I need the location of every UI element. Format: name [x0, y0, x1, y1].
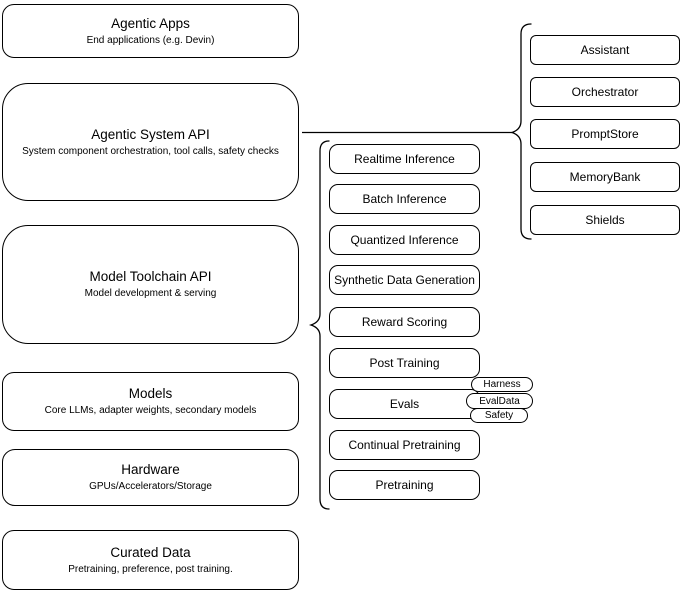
component-orchestrator: Orchestrator — [530, 77, 680, 107]
service-realtime-inference: Realtime Inference — [329, 144, 480, 174]
service-post-training: Post Training — [329, 348, 480, 378]
eval-tag-safety: Safety — [470, 408, 528, 423]
layer-subtitle: Core LLMs, adapter weights, secondary mo… — [44, 405, 257, 416]
component-promptstore: PromptStore — [530, 119, 680, 149]
component-assistant: Assistant — [530, 35, 680, 65]
layer-subtitle: GPUs/Accelerators/Storage — [89, 481, 212, 492]
layer-curated-data: Curated Data Pretraining, preference, po… — [2, 530, 299, 590]
component-memorybank: MemoryBank — [530, 162, 680, 192]
component-shields: Shields — [530, 205, 680, 235]
service-quantized-inference: Quantized Inference — [329, 225, 480, 255]
layer-title: Hardware — [121, 462, 180, 477]
service-batch-inference: Batch Inference — [329, 184, 480, 214]
service-continual-pretraining: Continual Pretraining — [329, 430, 480, 460]
layer-subtitle: Pretraining, preference, post training. — [68, 563, 233, 575]
layer-model-toolchain-api: Model Toolchain API Model development & … — [2, 225, 299, 344]
layer-title: Agentic System API — [91, 126, 210, 142]
layer-subtitle: End applications (e.g. Devin) — [86, 34, 215, 46]
toolchain-group-brace — [308, 140, 330, 510]
service-reward-scoring: Reward Scoring — [329, 307, 480, 337]
layer-hardware: Hardware GPUs/Accelerators/Storage — [2, 449, 299, 506]
layer-title: Models — [128, 386, 173, 401]
service-evals: Evals — [329, 389, 480, 419]
layer-title: Curated Data — [110, 544, 191, 560]
layer-title: Model Toolchain API — [89, 269, 212, 284]
layer-models: Models Core LLMs, adapter weights, secon… — [2, 372, 299, 431]
eval-tag-harness: Harness — [471, 377, 533, 392]
layer-subtitle: Model development & serving — [84, 288, 217, 299]
service-synthetic-data-generation: Synthetic Data Generation — [329, 265, 480, 295]
components-group-brace — [509, 23, 532, 240]
layer-subtitle: System component orchestration, tool cal… — [22, 145, 279, 157]
eval-tag-evaldata: EvalData — [466, 393, 533, 409]
layer-agentic-system-api: Agentic System API System component orch… — [2, 83, 299, 201]
layer-title: Agentic Apps — [111, 15, 190, 31]
layer-agentic-apps: Agentic Apps End applications (e.g. Devi… — [2, 4, 299, 58]
service-pretraining: Pretraining — [329, 470, 480, 500]
